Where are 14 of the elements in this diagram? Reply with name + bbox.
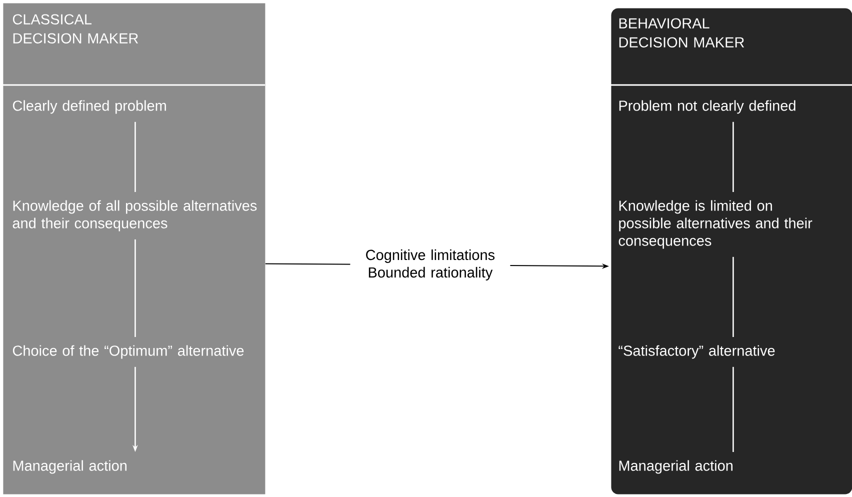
step-text: Problem not clearly defined [619,100,796,114]
edge-label: Cognitive limitations Bounded rationality [366,249,495,280]
connector [732,256,734,337]
step-text: Knowledge is limited on possible alternatives and their consequences [618,200,812,249]
connector [732,366,734,452]
connector [134,122,136,192]
connector [732,122,734,192]
step-text: Managerial action [13,460,126,474]
step-text: Clearly defined problem [12,100,166,114]
step-text: Knowledge of all possible alternatives and their consequences [12,200,257,232]
step-text: Managerial action [619,460,732,474]
connector [134,239,136,337]
step-text: “Satisfactory” alternative [618,345,775,359]
step-text: Choice of the “Optimum” alternative [12,345,244,359]
